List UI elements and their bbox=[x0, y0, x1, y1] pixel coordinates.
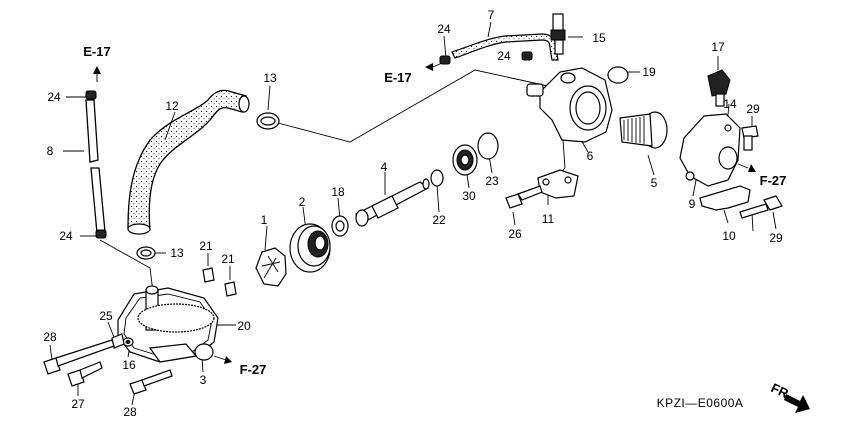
callout-28-bottom: 28 bbox=[123, 405, 137, 419]
callout-10: 10 bbox=[722, 229, 736, 243]
callout-24-hose: 24 bbox=[497, 49, 511, 63]
gasket-20 bbox=[137, 303, 215, 333]
mechanical-seal-2 bbox=[289, 223, 331, 273]
water-pump-shaft-4 bbox=[354, 178, 430, 227]
callout-18: 18 bbox=[331, 185, 345, 199]
front-arrow-icon bbox=[784, 394, 810, 413]
bracket-10 bbox=[699, 185, 751, 211]
callout-25: 25 bbox=[99, 309, 113, 323]
callout-4: 4 bbox=[381, 160, 388, 174]
callout-14: 14 bbox=[723, 97, 737, 111]
sensor-17 bbox=[707, 69, 731, 107]
callout-16: 16 bbox=[122, 358, 136, 372]
dowel-pins-21 bbox=[202, 267, 237, 297]
bolt-26 bbox=[505, 185, 543, 209]
snap-ring-22 bbox=[430, 169, 444, 187]
callout-9: 9 bbox=[689, 197, 696, 211]
ref-f27-right: F-27 bbox=[760, 173, 787, 188]
ref-e17-center: E-17 bbox=[384, 70, 411, 85]
ref-e17-left: E-17 bbox=[83, 44, 110, 59]
arrow-right-icon bbox=[748, 164, 756, 172]
washer-14 bbox=[724, 124, 732, 132]
callout-2: 2 bbox=[299, 195, 306, 209]
callout-15: 15 bbox=[592, 31, 606, 45]
hose-8 bbox=[85, 99, 106, 234]
callout-13-top: 13 bbox=[263, 71, 277, 85]
callout-5: 5 bbox=[651, 176, 658, 190]
callout-26: 26 bbox=[508, 227, 522, 241]
callout-27: 27 bbox=[71, 397, 85, 411]
arrow-left-icon bbox=[425, 63, 433, 71]
seal-23 bbox=[477, 132, 499, 160]
bolts-29 bbox=[739, 125, 783, 219]
bolts-28 bbox=[43, 339, 173, 395]
callout-21-left: 21 bbox=[199, 239, 213, 253]
hose-12 bbox=[127, 89, 250, 235]
callout-12: 12 bbox=[165, 99, 179, 113]
callout-1: 1 bbox=[261, 213, 268, 227]
callout-21-right: 21 bbox=[221, 252, 235, 266]
o-ring-19 bbox=[607, 66, 629, 84]
reference-markers: E-17 E-17 F-27 F-27 bbox=[83, 44, 786, 377]
callout-29-top: 29 bbox=[746, 102, 760, 116]
callout-22: 22 bbox=[432, 213, 446, 227]
thermostat-housing-6 bbox=[526, 67, 613, 143]
callout-24-top: 24 bbox=[437, 22, 451, 36]
impeller-1 bbox=[255, 247, 287, 287]
arrow-right-icon bbox=[224, 356, 232, 364]
callout-30: 30 bbox=[462, 189, 476, 203]
callout-28-left: 28 bbox=[43, 330, 57, 344]
seal-18 bbox=[331, 215, 349, 237]
callout-24-upper-left: 24 bbox=[47, 90, 61, 104]
ref-f27-bottom: F-27 bbox=[240, 362, 267, 377]
washer-16 bbox=[122, 337, 134, 347]
callout-29-bottom: 29 bbox=[769, 231, 783, 245]
callout-23: 23 bbox=[485, 174, 499, 188]
front-direction-indicator: FR. bbox=[769, 380, 810, 413]
sensor-15 bbox=[550, 13, 566, 55]
clamp-parts bbox=[85, 51, 533, 260]
thermostat-cover-9 bbox=[679, 113, 741, 187]
callout-11: 11 bbox=[542, 212, 555, 226]
callout-7: 7 bbox=[488, 8, 495, 22]
callout-17: 17 bbox=[711, 40, 725, 54]
callout-8: 8 bbox=[47, 144, 54, 158]
callout-13-bottom: 13 bbox=[170, 246, 184, 260]
bearing-30 bbox=[452, 144, 478, 176]
bracket-11 bbox=[537, 169, 579, 199]
hose-7 bbox=[451, 33, 559, 61]
callout-24-lower-left: 24 bbox=[59, 229, 73, 243]
callout-labels: 1 2 3 4 5 6 7 8 9 10 11 12 13 13 14 15 1… bbox=[43, 8, 783, 419]
bolt-27 bbox=[67, 361, 103, 387]
callout-6: 6 bbox=[587, 149, 594, 163]
callout-19: 19 bbox=[642, 65, 656, 79]
callout-3: 3 bbox=[200, 373, 207, 387]
arrow-up-icon bbox=[93, 66, 101, 74]
diagram-code: KPZI—E0600A bbox=[657, 396, 744, 410]
callout-20: 20 bbox=[237, 319, 251, 333]
thermostat-5 bbox=[619, 111, 668, 149]
